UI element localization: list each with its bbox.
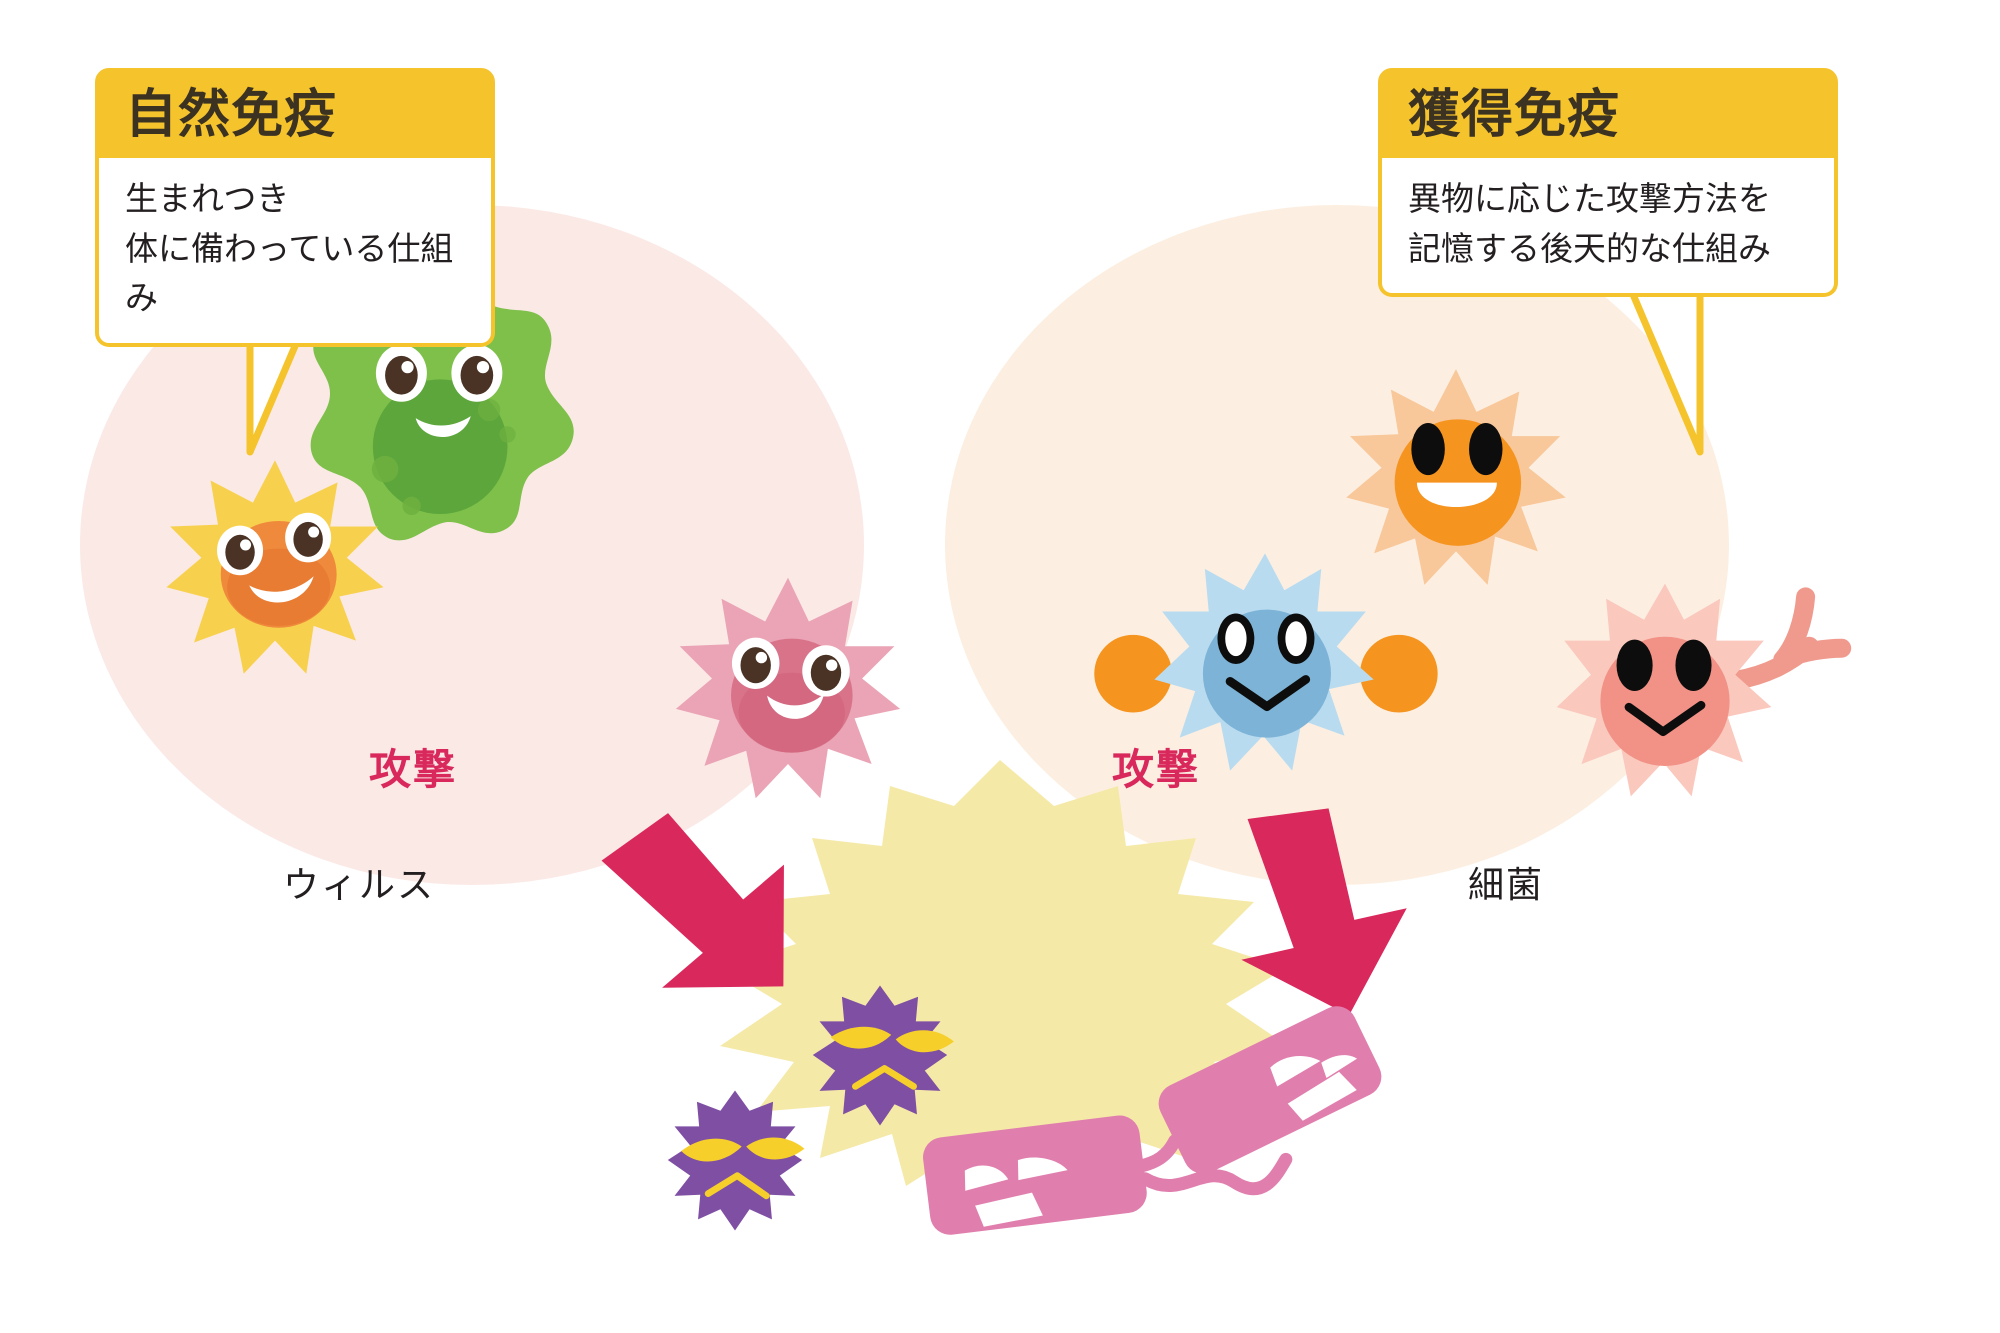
granule-right: [1360, 634, 1438, 713]
callout-adaptive-description: 異物に応じた攻撃方法を 記憶する後天的な仕組み: [1378, 158, 1838, 298]
callout-adaptive-immunity[interactable]: 獲得免疫 異物に応じた攻撃方法を 記憶する後天的な仕組み: [1378, 68, 1838, 298]
attack-arrow-right: [1241, 808, 1407, 1016]
virus-eyebrow-right: [895, 1030, 954, 1053]
adaptive-zone-ellipse: [945, 205, 1729, 885]
callout-adaptive-title: 獲得免疫: [1378, 68, 1838, 159]
cell-b: [1094, 553, 1438, 771]
attack-label-right: 攻撃: [1112, 746, 1201, 793]
macrophage-eyes: [375, 344, 503, 402]
callout-innate-description: 生まれつき 体に備わっている仕組み: [95, 158, 495, 347]
virus-upper: [812, 985, 954, 1126]
callout-innate-title: 自然免疫: [95, 68, 495, 159]
b-cell-eyes: [1217, 613, 1315, 664]
t-cell-eyes: [1616, 639, 1712, 691]
label-bacteria: 細菌: [1468, 864, 1545, 905]
virus-eyebrow-left: [681, 1138, 742, 1162]
virus-lower: [667, 1090, 805, 1231]
flagellum: [1040, 1134, 1182, 1217]
cell-dendritic: [1346, 369, 1566, 585]
cell-macrophage: [310, 289, 574, 541]
dendritic-eyes: [1411, 423, 1503, 476]
cell-t: [1556, 583, 1852, 797]
attack-arrow-left: [601, 813, 784, 988]
granule-left: [1094, 634, 1172, 713]
neutrophil-eyes: [217, 512, 332, 576]
bacterium-upper: [1040, 1006, 1382, 1217]
attack-label-left: 攻撃: [369, 746, 458, 793]
cell-nk: [675, 577, 901, 799]
nk-eyes: [731, 637, 850, 697]
virus-eyebrow-right: [746, 1137, 805, 1160]
virus-eyebrow-left: [830, 1026, 892, 1049]
cell-neutrophil: [166, 460, 384, 674]
t-cell-arm: [1725, 587, 1852, 690]
callout-innate-immunity[interactable]: 自然免疫 生まれつき 体に備わっている仕組み: [95, 68, 495, 347]
flagellum: [1138, 1152, 1293, 1196]
label-virus: ウィルス: [283, 864, 436, 905]
